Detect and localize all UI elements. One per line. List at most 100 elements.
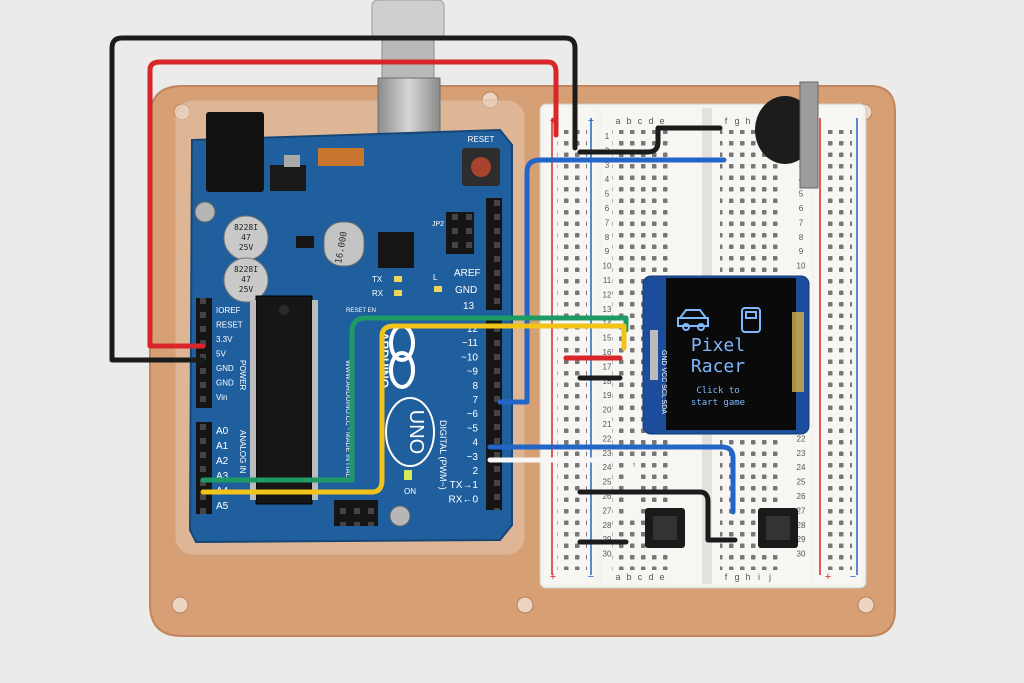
icsp-header xyxy=(446,212,474,254)
row-number: 25 xyxy=(603,478,612,487)
power-pin-label: GND xyxy=(216,364,234,373)
analog-pin-label: A1 xyxy=(216,441,229,452)
svg-text:25V: 25V xyxy=(239,285,254,294)
power-pin-label: RESET xyxy=(216,321,243,330)
push-button-left[interactable] xyxy=(645,508,685,548)
row-number: 23 xyxy=(603,449,612,458)
row-number: 22 xyxy=(797,434,806,443)
column-label: e xyxy=(659,116,664,126)
digital-pin-label: TX→1 xyxy=(450,480,479,491)
column-label: h xyxy=(745,116,750,126)
row-number: 29 xyxy=(797,535,806,544)
row-number: 27 xyxy=(797,506,806,515)
svg-text:RESET EN: RESET EN xyxy=(346,308,376,314)
push-button-right[interactable] xyxy=(758,508,798,548)
row-number: 23 xyxy=(797,449,806,458)
column-label: f xyxy=(725,116,728,126)
game-title-line2: Racer xyxy=(691,356,745,377)
reset-button[interactable]: RESET xyxy=(462,135,500,186)
wire-white-button-left xyxy=(487,457,635,515)
digital-pin-label: ~5 xyxy=(467,423,479,434)
capacitor-2: 8228I 47 25V xyxy=(223,257,269,303)
oled-screen: Pixel Racer Click to start game xyxy=(677,307,761,408)
digital-pin-label: ~3 xyxy=(467,452,479,463)
row-number: 27 xyxy=(603,506,612,515)
svg-text:47: 47 xyxy=(241,233,251,242)
analog-pin-label: A2 xyxy=(216,456,229,467)
piezo-buzzer xyxy=(755,81,819,189)
row-number: 24 xyxy=(603,463,612,472)
wire-blue-buzzer xyxy=(497,157,727,405)
start-prompt-line1: Click to xyxy=(696,386,739,396)
game-title-line1: Pixel xyxy=(691,335,745,356)
atmega-chip xyxy=(250,295,318,505)
digital-pin-label: RX←0 xyxy=(449,494,479,505)
row-number: 13 xyxy=(603,305,612,314)
column-label: h xyxy=(745,572,750,582)
rail-plus-bottom-left: + xyxy=(550,571,556,583)
arduino-logo: ARDUINO UNO WWW.ARDUINO.CC - MADE IN ITA… xyxy=(344,324,435,482)
row-number: 15 xyxy=(603,334,612,343)
row-number: 17 xyxy=(603,362,612,371)
crystal-oscillator: 16.000 xyxy=(323,221,365,267)
wire-blue-button-right xyxy=(487,444,736,515)
svg-text:47: 47 xyxy=(241,275,251,284)
jumper-wires xyxy=(109,35,738,545)
rail-plus-top-left: + xyxy=(550,115,556,127)
row-number: 9 xyxy=(605,247,610,256)
svg-text:AREF: AREF xyxy=(454,268,481,279)
svg-text:8228I: 8228I xyxy=(234,223,258,232)
power-pin-label: Vin xyxy=(216,393,227,402)
wire-black-button-left-gnd xyxy=(577,489,738,543)
row-number: 11 xyxy=(603,276,612,285)
row-number: 26 xyxy=(603,492,612,501)
column-label: i xyxy=(758,572,760,582)
analog-pin-label: A0 xyxy=(216,426,229,437)
column-label: c xyxy=(638,116,643,126)
svg-text:8228I: 8228I xyxy=(234,265,258,274)
svg-text:RX: RX xyxy=(372,289,384,298)
analog-pin-label: A3 xyxy=(216,471,229,482)
power-pin-label: GND xyxy=(216,379,234,388)
car-icon xyxy=(677,309,709,331)
rail-minus-top-left: − xyxy=(588,115,594,127)
row-number: 12 xyxy=(603,290,612,299)
row-number: 16 xyxy=(603,348,612,357)
svg-text:DIGITAL (PWM~): DIGITAL (PWM~) xyxy=(438,420,448,490)
row-number: 9 xyxy=(799,247,804,256)
wire-black-buzzer xyxy=(577,125,723,155)
column-label: d xyxy=(648,572,653,582)
power-header xyxy=(196,298,212,408)
car-icon-right xyxy=(741,307,761,333)
column-label: b xyxy=(626,116,631,126)
row-number: 4 xyxy=(605,175,610,184)
column-label: b xyxy=(626,572,631,582)
row-number: 20 xyxy=(603,406,612,415)
digital-pin-label: 4 xyxy=(472,438,478,449)
svg-text:ANALOG IN: ANALOG IN xyxy=(238,430,247,474)
svg-text:WWW.ARDUINO.CC - MADE IN ITALY: WWW.ARDUINO.CC - MADE IN ITALY xyxy=(344,360,351,482)
rail-minus-bottom-left: − xyxy=(588,571,594,583)
wire-yellow-sda xyxy=(200,323,627,495)
digital-header-top xyxy=(486,198,502,310)
power-pin-label: IOREF xyxy=(216,306,241,315)
rail-plus-bottom-right: + xyxy=(825,571,831,583)
row-number: 6 xyxy=(799,204,804,213)
row-number: 21 xyxy=(603,420,612,429)
row-number: 26 xyxy=(797,492,806,501)
digital-pin-label: ~10 xyxy=(461,352,478,363)
column-label: d xyxy=(648,116,653,126)
svg-text:UNO: UNO xyxy=(405,410,427,454)
svg-text:POWER: POWER xyxy=(238,360,247,390)
column-label: f xyxy=(725,572,728,582)
digital-pin-label: 8 xyxy=(472,381,478,392)
row-number: 30 xyxy=(797,550,806,559)
rail-minus-bottom-right: − xyxy=(850,571,856,583)
svg-text:JP2: JP2 xyxy=(432,221,444,228)
digital-header-bottom xyxy=(486,320,502,510)
digital-pin-label: ~6 xyxy=(467,409,479,420)
row-number: 30 xyxy=(603,550,612,559)
svg-text:TX: TX xyxy=(372,275,383,284)
